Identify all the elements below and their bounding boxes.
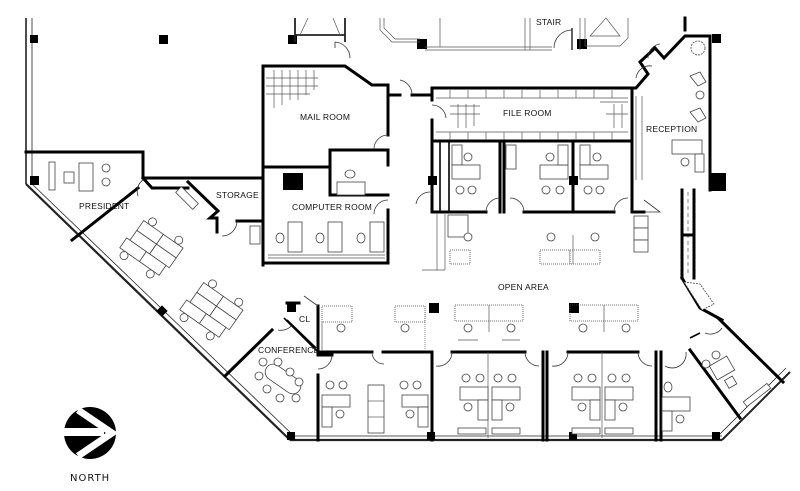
mail-room[interactable]: [261, 64, 390, 267]
conference-table: [254, 357, 304, 403]
closet[interactable]: [283, 295, 319, 353]
mail-room-label: MAIL ROOM: [300, 112, 351, 122]
conference-label: CONFERENCE: [258, 345, 320, 355]
east-corridor: [679, 188, 725, 323]
storage-room[interactable]: [140, 175, 265, 245]
workstations-open-north: [422, 214, 649, 271]
building-core: [294, 17, 629, 59]
file-room-label: FILE ROOM: [503, 108, 552, 118]
workstation-cluster-west: [119, 217, 244, 341]
computer-room-label: COMPUTER ROOM: [292, 202, 373, 212]
closet-label: CL: [299, 314, 311, 324]
private-offices-north: [415, 139, 662, 214]
workstations-open-south: [321, 304, 639, 350]
reception-label: RECEPTION: [646, 124, 698, 134]
open-area-label: OPEN AREA: [498, 282, 549, 292]
president-label: PRESIDENT: [79, 201, 130, 211]
corner-office-east[interactable]: [687, 315, 786, 421]
president-office[interactable]: [24, 150, 145, 243]
mail-sorting-shelves-icon: [266, 70, 318, 108]
conference-room[interactable]: [222, 304, 334, 442]
file-room[interactable]: [430, 45, 658, 214]
north-arrow-icon: [62, 407, 119, 459]
file-cabinets: [436, 90, 628, 140]
hall-door: [386, 79, 434, 97]
computer-room[interactable]: [261, 199, 390, 265]
stair-label: STAIR: [536, 17, 562, 27]
reception[interactable]: [635, 16, 712, 192]
north-label: NORTH: [70, 473, 111, 484]
storage-label: STORAGE: [216, 190, 259, 200]
private-offices-south: [316, 350, 691, 442]
small-office: [336, 169, 366, 196]
